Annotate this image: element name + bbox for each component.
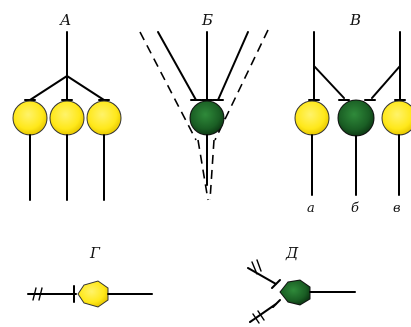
panel-v-neuron-a xyxy=(294,100,330,136)
panel-g-neuron xyxy=(77,280,109,308)
panel-v-output-axons xyxy=(311,134,400,196)
panel-b-dashed-left-outer xyxy=(139,31,197,141)
panel-a-branches xyxy=(29,75,105,101)
panel-d-input-lower xyxy=(249,303,277,323)
panel-v-branch-right xyxy=(371,65,401,99)
panel-v-neuron-v xyxy=(381,100,411,136)
panel-a-neuron-left xyxy=(12,100,48,136)
panel-d-stimulus-mark-upper xyxy=(251,259,262,275)
panel-g-single-input: Г xyxy=(27,244,153,308)
panel-a-neuron-middle xyxy=(49,100,85,136)
panel-b-dashed-left-inner xyxy=(197,139,209,201)
panel-v-neuron-b xyxy=(337,99,375,137)
panel-d-stimulus-mark-lower xyxy=(252,310,265,324)
panel-d-two-inputs: Д xyxy=(247,244,356,324)
panel-v-output-b-label: б xyxy=(351,201,359,216)
panel-v-lateral: В а б в xyxy=(294,11,411,216)
panel-v-branch-left xyxy=(313,65,345,99)
panel-v-output-a-label: а xyxy=(307,201,315,216)
panel-v-label: В xyxy=(349,11,361,29)
panel-a-divergence: А xyxy=(12,11,122,201)
panel-b-dashed-right-outer xyxy=(214,29,269,141)
panel-v-output-v-label: в xyxy=(393,201,401,216)
panel-d-input-upper xyxy=(247,267,277,285)
panel-a-neuron-right xyxy=(86,100,122,136)
panel-b-convergence: Б xyxy=(139,11,269,201)
panel-a-output-axons xyxy=(29,134,105,201)
panel-a-label: А xyxy=(59,11,71,29)
panel-b-label: Б xyxy=(201,11,213,29)
panel-b-input-right xyxy=(217,31,249,101)
panel-d-synapses xyxy=(271,279,281,308)
panel-d-neuron-active xyxy=(279,279,311,306)
panel-g-stimulus-mark xyxy=(32,287,43,301)
panel-b-input-left xyxy=(157,31,197,101)
panel-b-dashed-right-inner xyxy=(209,139,215,201)
panel-d-label: Д xyxy=(285,244,299,262)
panel-b-neuron-active xyxy=(189,100,225,136)
panel-g-label: Г xyxy=(89,244,101,262)
